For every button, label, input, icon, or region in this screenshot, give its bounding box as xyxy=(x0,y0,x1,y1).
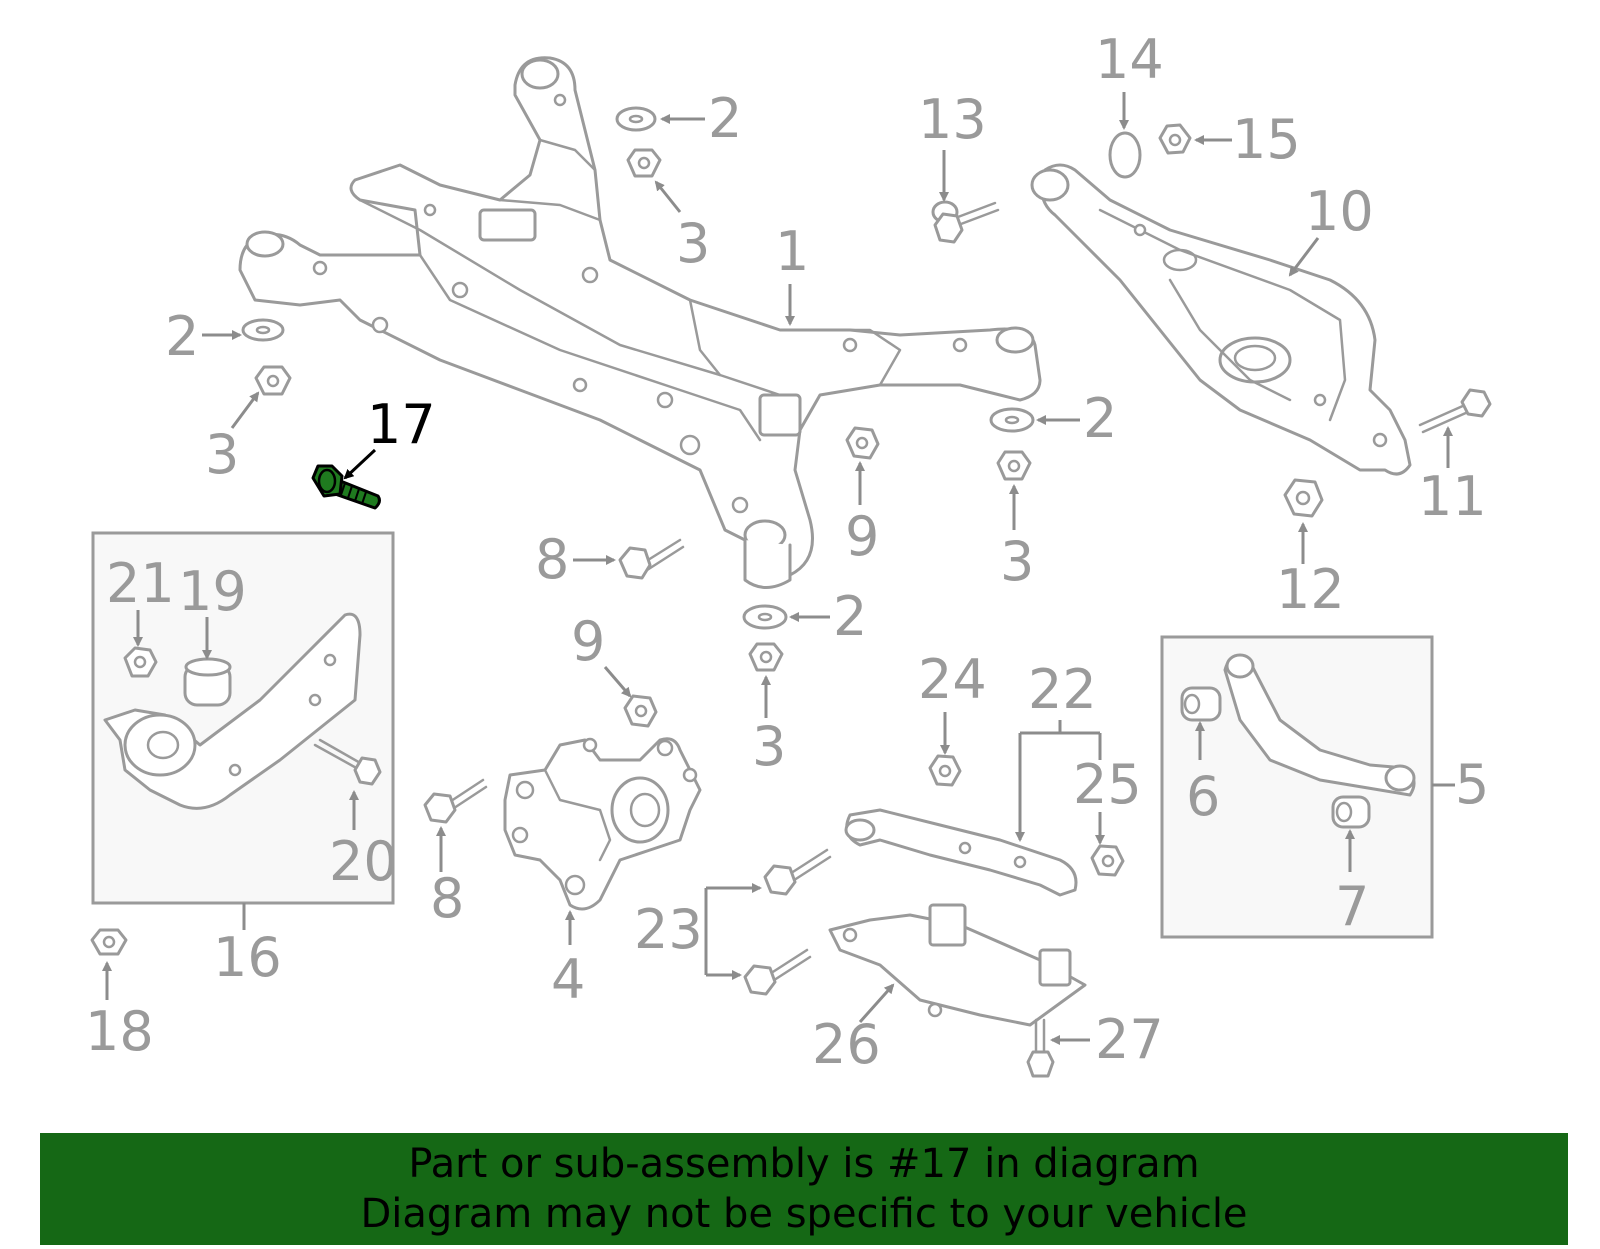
callout-8a: 8 xyxy=(535,528,569,591)
callout-13: 13 xyxy=(918,88,987,151)
bushing-19 xyxy=(183,657,232,707)
washer-14 xyxy=(1108,131,1142,179)
callout-2d: 2 xyxy=(833,585,867,648)
highlighted-bolt-17 xyxy=(311,464,381,510)
nut-3a xyxy=(626,148,662,178)
bolt-23a xyxy=(763,848,832,896)
nut-18 xyxy=(90,928,128,956)
nut-15 xyxy=(1158,123,1192,155)
nut-24 xyxy=(928,754,962,787)
bolt-8a xyxy=(618,538,685,580)
bolt-27 xyxy=(1026,1018,1055,1078)
callout-11: 11 xyxy=(1418,465,1487,528)
callout-labels: 1 2 2 2 2 3 3 3 3 4 5 6 7 8 8 9 9 10 11 … xyxy=(85,28,1489,1076)
knuckle xyxy=(503,737,702,911)
callout-26: 26 xyxy=(812,1013,881,1076)
bolt-11 xyxy=(1418,388,1492,434)
callout-19: 19 xyxy=(178,560,247,623)
bushing-6 xyxy=(1180,686,1222,722)
bushing-7 xyxy=(1331,795,1371,829)
bolt-13 xyxy=(931,200,1000,244)
callout-21: 21 xyxy=(106,552,175,615)
nut-9b xyxy=(623,694,658,728)
notice-banner: Part or sub-assembly is #17 in diagram D… xyxy=(40,1133,1568,1245)
nut-12 xyxy=(1283,478,1324,518)
callout-12: 12 xyxy=(1276,558,1345,621)
nut-9a xyxy=(845,426,880,460)
nut-3d xyxy=(748,642,784,672)
callout-1: 1 xyxy=(775,220,809,283)
callout-2a: 2 xyxy=(708,87,742,150)
bolt-20 xyxy=(313,738,382,786)
callout-8b: 8 xyxy=(430,867,464,930)
callout-14: 14 xyxy=(1095,28,1164,91)
callout-3d: 3 xyxy=(752,715,786,778)
nut-21 xyxy=(123,646,158,678)
callout-10: 10 xyxy=(1305,180,1374,243)
toe-link-arm xyxy=(1223,653,1416,797)
banner-line-2: Diagram may not be specific to your vehi… xyxy=(360,1191,1248,1237)
callout-9a: 9 xyxy=(845,505,879,568)
callout-27: 27 xyxy=(1095,1008,1164,1071)
callout-24: 24 xyxy=(918,648,987,711)
lower-control-arm xyxy=(1030,163,1412,476)
subframe xyxy=(238,56,1042,589)
nut-3c xyxy=(996,450,1032,481)
callout-3c: 3 xyxy=(1000,530,1034,593)
callout-5: 5 xyxy=(1455,753,1489,816)
callout-3a: 3 xyxy=(676,212,710,275)
callout-20: 20 xyxy=(329,830,398,893)
nut-3b xyxy=(254,365,292,396)
callout-25: 25 xyxy=(1073,753,1142,816)
callout-17: 17 xyxy=(367,393,436,456)
trailing-arm xyxy=(103,612,362,810)
callout-22: 22 xyxy=(1028,658,1097,721)
leader-lines xyxy=(102,92,1455,1045)
callout-7: 7 xyxy=(1335,875,1369,938)
callout-16: 16 xyxy=(213,926,282,989)
callout-4: 4 xyxy=(551,948,585,1011)
callout-9b: 9 xyxy=(571,610,605,673)
callout-2b: 2 xyxy=(165,305,199,368)
shield-plate xyxy=(828,903,1087,1027)
callout-6: 6 xyxy=(1186,765,1220,828)
callout-2c: 2 xyxy=(1083,387,1117,450)
callout-15: 15 xyxy=(1232,108,1301,171)
banner-line-1: Part or sub-assembly is #17 in diagram xyxy=(408,1141,1200,1187)
upper-arm xyxy=(844,808,1078,897)
callout-3b: 3 xyxy=(205,423,239,486)
callout-23: 23 xyxy=(634,898,703,961)
callout-18: 18 xyxy=(85,1000,154,1063)
nut-25 xyxy=(1090,844,1125,877)
bolt-8b xyxy=(423,778,488,824)
bolt-23b xyxy=(743,948,812,996)
